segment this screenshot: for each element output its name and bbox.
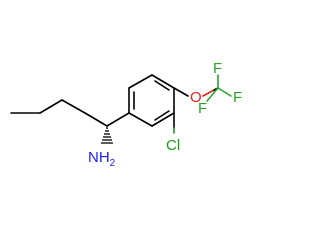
alkyl-chain <box>10 99 108 127</box>
bond-c3-c2 <box>61 99 86 114</box>
bond-c4-c3 <box>39 99 63 114</box>
amine-label: NH2 <box>88 149 116 169</box>
ring-bond-3 <box>151 74 175 89</box>
oxygen-label: O <box>190 89 202 106</box>
fluorine-top-label: F <box>213 60 222 77</box>
bond-o-c <box>202 89 215 97</box>
molecule-svg: NH2 O Cl F F F <box>10 60 242 169</box>
bond-c1-ring <box>106 112 130 127</box>
fluorine-right-label: F <box>233 89 242 106</box>
bond-c2-c1 <box>84 112 108 127</box>
bond-ring-o <box>173 87 189 97</box>
bond-c-f-right <box>217 87 232 97</box>
fluorine-bottom-label: F <box>198 100 207 117</box>
ring-bond-5 <box>151 112 175 127</box>
benzene-ring <box>128 74 175 127</box>
ring-bond-2 <box>128 74 153 89</box>
chlorine-label: Cl <box>166 137 180 154</box>
ring-bond-6 <box>128 112 153 127</box>
ring-double-3 <box>154 110 170 121</box>
ring-double-2 <box>154 80 170 91</box>
bond-c-f-bottom <box>206 87 219 102</box>
structure-diagram: NH2 O Cl F F F <box>10 60 243 169</box>
stereo-hash-bond <box>101 127 113 144</box>
